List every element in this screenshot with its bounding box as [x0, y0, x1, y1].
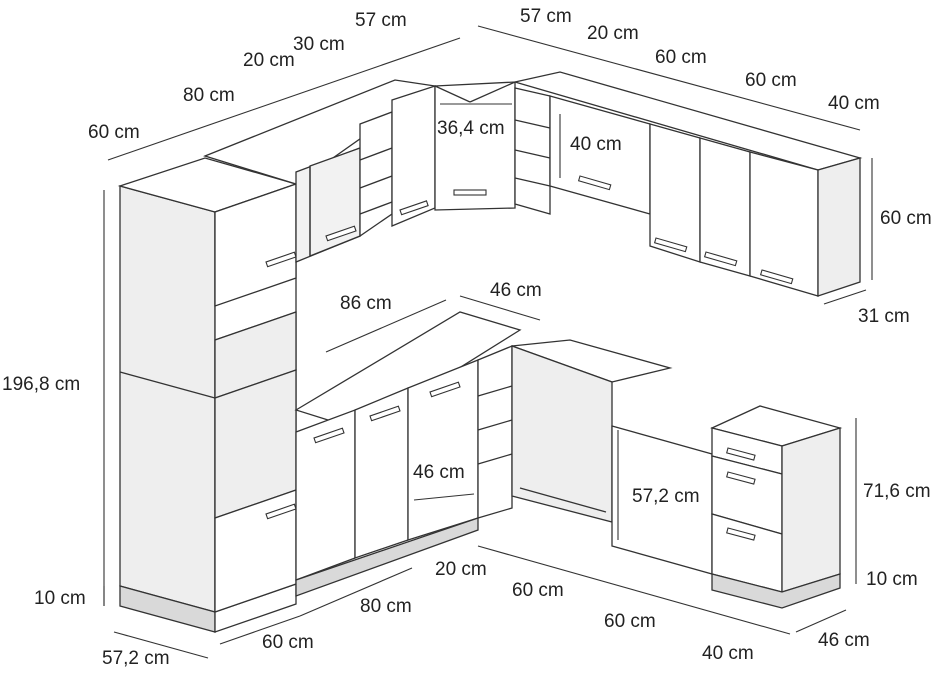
- label-counter-depth-86: 86 cm: [340, 293, 392, 314]
- label-corner-door-width: 36,4 cm: [437, 118, 505, 139]
- base-cabinets-right: [511, 339, 843, 609]
- label-top-rear-20: 20 cm: [243, 50, 295, 71]
- label-wall-cab-height: 60 cm: [880, 208, 932, 229]
- dimension-lines: [103, 25, 873, 659]
- label-base-height: 71,6 cm: [863, 481, 931, 502]
- wall-cabinets-right: [514, 71, 863, 297]
- tall-cabinet-side: [119, 185, 216, 613]
- base-b-handle: [369, 405, 401, 422]
- base-plinth-left: [295, 517, 479, 597]
- label-top-rear-60: 60 cm: [88, 122, 140, 143]
- label-top-right-20: 20 cm: [587, 23, 639, 44]
- wall-cab-side-right: [817, 157, 861, 297]
- label-inner-46: 46 cm: [413, 462, 465, 483]
- tall-cabinet: [117, 157, 299, 633]
- base-cabinets-left: [294, 311, 522, 597]
- base-c-handle: [429, 381, 461, 398]
- door-b-handle: [703, 251, 738, 267]
- label-top-right-60b: 60 cm: [745, 70, 797, 91]
- label-plinth-right: 10 cm: [866, 569, 918, 590]
- label-top-right-40: 40 cm: [828, 93, 880, 114]
- drawer-unit-side: [781, 427, 841, 593]
- corner-wall-cabinet: [434, 81, 516, 211]
- drawer-3-handle: [726, 527, 756, 541]
- label-top-rear-80: 80 cm: [183, 85, 235, 106]
- label-top-right-60a: 60 cm: [655, 47, 707, 68]
- label-top-right-57: 57 cm: [520, 6, 572, 27]
- corner-handle: [453, 189, 487, 196]
- tall-cabinet-upper-door: [214, 183, 297, 307]
- label-base-60b: 60 cm: [604, 611, 656, 632]
- hood-handle: [577, 175, 612, 191]
- drawer-2-handle: [726, 471, 756, 485]
- wall-cabinets-left: [203, 79, 516, 263]
- wall-cab-shelf-open: [359, 111, 393, 238]
- label-base-80: 80 cm: [360, 596, 412, 617]
- label-top-rear-left: 57 cm: [355, 10, 407, 31]
- label-counter-depth-46: 46 cm: [490, 280, 542, 301]
- base-a-handle: [313, 427, 345, 444]
- label-wall-cab-depth: 40 cm: [570, 134, 622, 155]
- label-tall-width: 60 cm: [262, 632, 314, 653]
- wall-door-left-handle: [399, 200, 429, 216]
- label-base-depth: 46 cm: [818, 630, 870, 651]
- tall-lower-handle: [265, 503, 297, 520]
- label-wall-cab-depth-side: 31 cm: [858, 306, 910, 327]
- label-base-20: 20 cm: [435, 559, 487, 580]
- glass-door-cabinet-2: [309, 147, 361, 257]
- tall-upper-handle: [265, 251, 297, 268]
- door-c-handle: [759, 269, 794, 285]
- dimension-labels: 57 cm 30 cm 20 cm 80 cm 60 cm 57 cm 20 c…: [2, 6, 932, 669]
- label-oven-height: 57,2 cm: [632, 486, 700, 507]
- door-a-handle: [653, 237, 688, 253]
- label-base-60a: 60 cm: [512, 580, 564, 601]
- label-plinth-left: 10 cm: [34, 588, 86, 609]
- glass-handle: [325, 225, 357, 242]
- open-shelf-base: [477, 345, 513, 519]
- label-tall-depth: 57,2 cm: [102, 648, 170, 669]
- label-top-rear-30: 30 cm: [293, 34, 345, 55]
- label-base-40: 40 cm: [702, 643, 754, 664]
- drawer-1-handle: [726, 447, 756, 461]
- label-tall-height: 196,8 cm: [2, 374, 80, 395]
- base-plinth-right: [711, 573, 841, 609]
- open-shelf-wall: [514, 87, 551, 215]
